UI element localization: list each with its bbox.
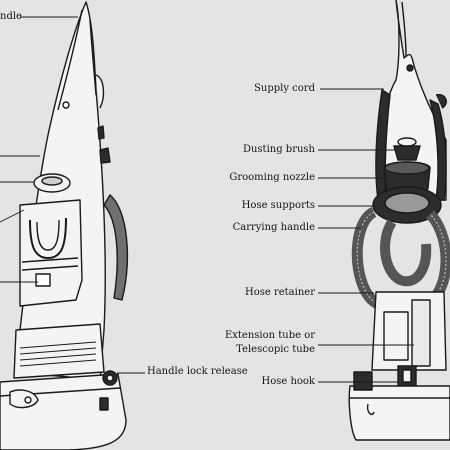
front-vacuum-vents xyxy=(19,341,97,367)
back-vacuum-panel xyxy=(383,311,409,361)
label-handle-lock-release: Handle lock release xyxy=(147,366,248,377)
front-vacuum-hole xyxy=(62,101,70,109)
label-carrying-handle: Carrying handle xyxy=(232,222,315,233)
front-vacuum-side-hose xyxy=(103,194,129,301)
label-dusting-brush: Dusting brush xyxy=(242,144,315,155)
back-vacuum-nozzle-top xyxy=(384,161,430,175)
back-view-leader-lines xyxy=(318,88,414,383)
back-vacuum-hose-supports-inner xyxy=(384,192,430,214)
front-vacuum-handle xyxy=(57,9,83,111)
back-vacuum-hose-inner xyxy=(380,219,432,287)
front-view-leader-lines xyxy=(0,16,145,374)
back-vacuum-extension-tube xyxy=(411,299,431,367)
front-vacuum-handle-inner xyxy=(89,19,97,96)
back-vacuum-hose-hook-inner xyxy=(402,369,412,383)
front-view-vacuum xyxy=(0,1,129,450)
label-extension-tube-line1: Extension tube or xyxy=(224,330,315,341)
front-vacuum-indicator-inner xyxy=(41,176,63,186)
front-vacuum-base-slot xyxy=(99,397,109,411)
front-vacuum-side-bump xyxy=(95,74,105,109)
back-vacuum-base xyxy=(348,385,450,441)
back-view-vacuum xyxy=(348,0,450,441)
label-hose-retainer: Hose retainer xyxy=(245,287,315,298)
back-vacuum-wheel xyxy=(353,371,373,391)
front-vacuum-bin-handle xyxy=(29,217,67,259)
label-extension-tube-line2: Telescopic tube xyxy=(236,344,315,355)
front-vacuum-accent xyxy=(99,147,111,164)
front-vacuum-bin-latch xyxy=(35,273,51,287)
label-hose-hook: Hose hook xyxy=(261,376,315,387)
front-vacuum-dust-bin xyxy=(19,199,83,307)
front-vacuum-pedal-dot xyxy=(24,396,32,404)
back-vacuum-dusting-brush xyxy=(393,145,421,161)
front-vacuum-pedal xyxy=(9,389,39,409)
label-hose-supports: Hose supports xyxy=(241,200,315,211)
label-handle: ndle xyxy=(0,11,22,22)
back-vacuum-brush-top xyxy=(397,137,417,147)
front-vacuum-base xyxy=(0,373,127,450)
front-vacuum-bin-handle-inner xyxy=(36,219,60,251)
back-vacuum-handle-inner xyxy=(401,1,407,57)
back-vacuum-lower-housing xyxy=(371,291,447,371)
back-vacuum-cord-hook xyxy=(435,93,447,109)
handle-lock-release-knob-center xyxy=(106,374,114,382)
leader-left-3 xyxy=(0,209,25,223)
front-vacuum-bin-lines xyxy=(21,257,79,271)
back-vacuum-dot xyxy=(406,64,414,72)
label-supply-cord: Supply cord xyxy=(254,83,315,94)
back-vacuum-base-mark xyxy=(366,403,375,416)
front-vacuum-accent-2 xyxy=(97,125,105,140)
label-grooming-nozzle: Grooming nozzle xyxy=(229,172,315,183)
